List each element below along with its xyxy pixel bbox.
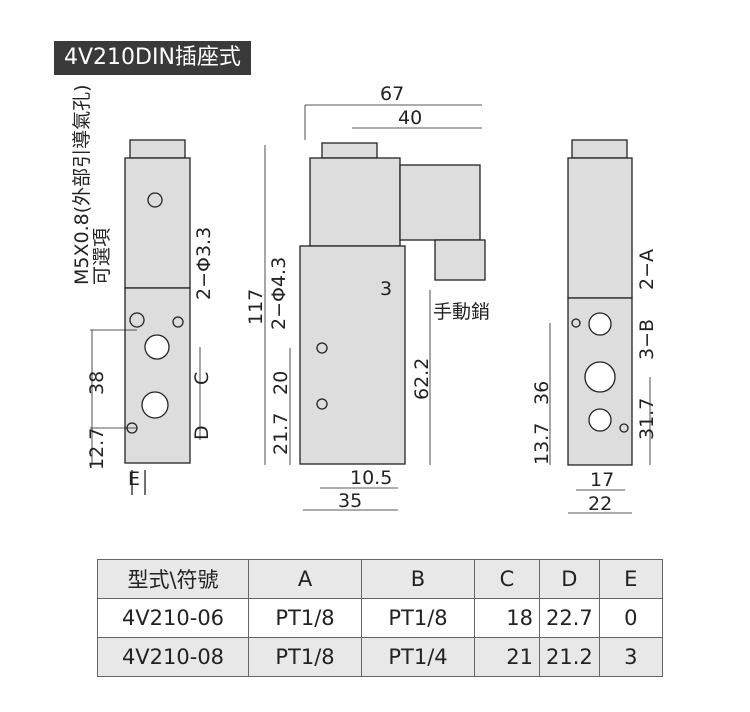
side-view-left — [90, 139, 201, 495]
spec-table: 型式\符號 A B C D E 4V210-06 PT1/8 PT1/8 18 … — [97, 559, 663, 677]
cell: 22.7 — [539, 598, 600, 638]
dim-12.7: 12.7 — [86, 428, 108, 470]
section-title: 4V210DIN插座式 — [54, 41, 251, 75]
dim-C: C — [191, 372, 213, 385]
dim-36: 36 — [531, 381, 553, 405]
header-cell: 型式\符號 — [97, 559, 249, 599]
dim-E: E — [128, 468, 140, 490]
dim-35: 35 — [338, 490, 362, 512]
technical-drawing: M5X0.8(外部引導氣孔) 可選項 2−Φ3.3 38 12.7 C D E … — [71, 83, 658, 515]
cell: 4V210-08 — [97, 637, 249, 677]
dim-10.5: 10.5 — [350, 467, 392, 489]
dim-22: 22 — [588, 493, 612, 515]
dim-40: 40 — [398, 107, 422, 129]
cell: PT1/8 — [248, 637, 362, 677]
dim-D: D — [191, 425, 213, 440]
table-row: 4V210-08 PT1/8 PT1/4 21 21.2 3 — [97, 637, 663, 677]
dim-21.7: 21.7 — [270, 413, 292, 455]
dim-3: 3 — [380, 278, 392, 300]
cell: 3 — [598, 637, 663, 677]
header-cell: E — [598, 559, 663, 599]
dim-20: 20 — [270, 371, 292, 395]
m5-label: M5X0.8(外部引導氣孔) — [71, 84, 93, 285]
dim-117: 117 — [245, 289, 267, 325]
port-3B-label: 3−B — [636, 319, 658, 360]
cell: PT1/8 — [361, 598, 475, 638]
cell: PT1/8 — [248, 598, 362, 638]
dim-31.7: 31.7 — [636, 398, 658, 440]
cell: 21.2 — [539, 637, 600, 677]
front-view — [264, 104, 486, 511]
cell: 21 — [474, 637, 540, 677]
table-header-row: 型式\符號 A B C D E — [97, 559, 663, 599]
dim-17: 17 — [590, 469, 614, 491]
port-2A-label: 2−A — [636, 249, 658, 290]
header-cell: B — [361, 559, 475, 599]
manual-pin-label: 手動銷 — [433, 301, 490, 323]
cell: 18 — [474, 598, 540, 638]
cell: PT1/4 — [361, 637, 475, 677]
header-cell: C — [474, 559, 540, 599]
header-cell: A — [248, 559, 362, 599]
hole33-label: 2−Φ3.3 — [193, 227, 215, 300]
dim-38: 38 — [86, 371, 108, 395]
cell: 4V210-06 — [97, 598, 249, 638]
hole43-label: 2−Φ4.3 — [268, 257, 290, 330]
side-view-right — [549, 139, 651, 514]
dim-62.2: 62.2 — [411, 358, 433, 400]
dim-67: 67 — [380, 83, 404, 105]
cell: 0 — [598, 598, 663, 638]
optional-label: 可選項 — [91, 228, 113, 285]
dim-13.7: 13.7 — [531, 423, 553, 465]
header-cell: D — [539, 559, 600, 599]
table-row: 4V210-06 PT1/8 PT1/8 18 22.7 0 — [97, 598, 663, 638]
